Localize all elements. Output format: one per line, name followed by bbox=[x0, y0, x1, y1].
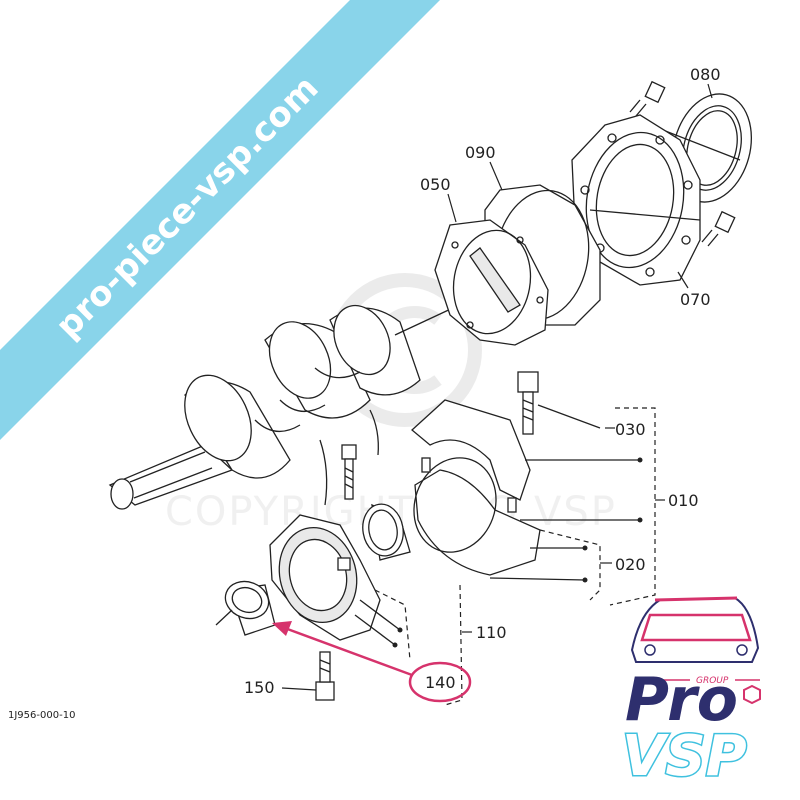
bearing-case-110 bbox=[269, 514, 401, 646]
reference-code: 1J956-000-10 bbox=[8, 710, 75, 721]
crankshaft bbox=[108, 299, 471, 510]
bolt-upper bbox=[629, 80, 666, 117]
callout-030: 030 bbox=[615, 420, 646, 439]
logo-line1: Pro bbox=[625, 665, 738, 735]
highlight-140: 140 bbox=[272, 621, 472, 703]
callout-020: 020 bbox=[615, 555, 646, 574]
bolt-lower bbox=[701, 210, 736, 247]
callout-050: 050 bbox=[420, 175, 451, 194]
plate-050 bbox=[434, 219, 549, 346]
group-brackets bbox=[374, 407, 656, 706]
callout-080: 080 bbox=[690, 65, 721, 84]
callout-010: 010 bbox=[668, 491, 699, 510]
bushing-110 bbox=[362, 503, 411, 561]
callout-070: 070 bbox=[680, 290, 711, 309]
callout-090: 090 bbox=[465, 143, 496, 162]
logo-line2: VSP bbox=[622, 724, 747, 789]
bolt-030 bbox=[517, 371, 601, 435]
pro-vsp-logo: GROUP Pro VSP bbox=[621, 596, 761, 791]
leader-dots bbox=[392, 457, 643, 648]
bearing-case-010 bbox=[411, 399, 640, 581]
bolt-110 bbox=[341, 444, 357, 500]
callout-140: 140 bbox=[425, 673, 456, 692]
leader-lines bbox=[462, 427, 665, 633]
callout-110: 110 bbox=[476, 623, 507, 642]
callout-150: 150 bbox=[244, 678, 275, 697]
banner-text: pro-piece-vsp.com bbox=[48, 68, 326, 346]
logo-group-text: GROUP bbox=[696, 676, 729, 686]
bushing-140 bbox=[215, 580, 276, 636]
bolt-150 bbox=[281, 651, 335, 701]
